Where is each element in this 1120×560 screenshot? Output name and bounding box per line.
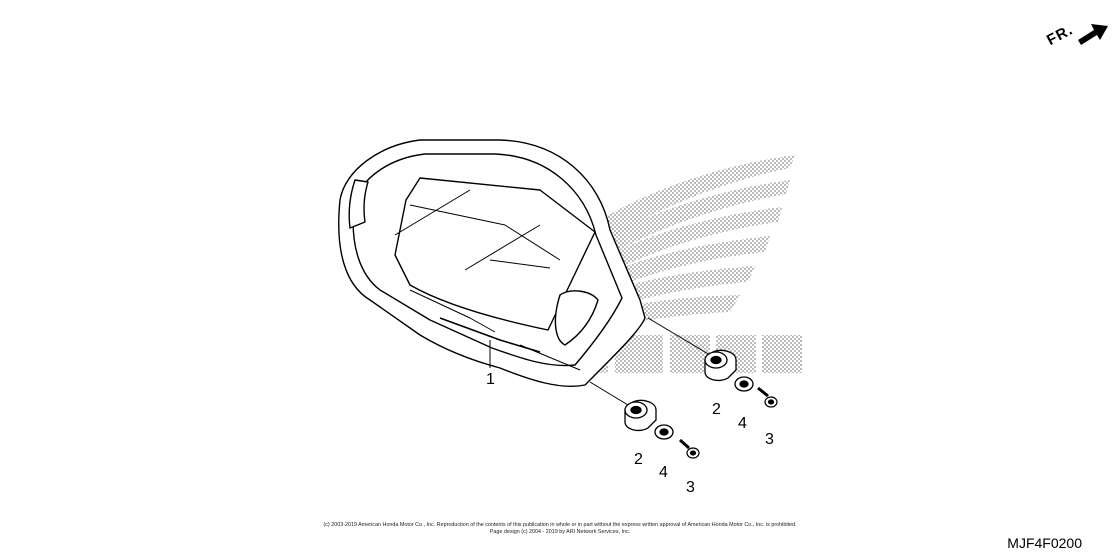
- screw-lower: [679, 438, 700, 459]
- diagram-code: MJF4F0200: [1007, 535, 1082, 551]
- callout-4: 4: [738, 415, 747, 432]
- front-direction-arrow-icon: [1078, 24, 1108, 45]
- callout-4: 4: [659, 464, 668, 481]
- leader-lines: [489, 317, 711, 406]
- screw-upper: [757, 386, 778, 408]
- meter-assembly: [338, 139, 646, 388]
- copyright-line-2: Page design (c) 2004 - 2019 by ARI Netwo…: [489, 529, 631, 535]
- callout-2: 2: [634, 451, 643, 468]
- callout-3: 3: [686, 479, 695, 496]
- collar-lower: [654, 424, 674, 440]
- callout-2: 2: [712, 401, 721, 418]
- honda-wing-watermark: [600, 155, 795, 325]
- copyright-notice: (c) 2003-2019 American Honda Motor Co., …: [300, 522, 820, 536]
- copyright-line-1: (c) 2003-2019 American Honda Motor Co., …: [323, 522, 797, 528]
- rubber-grommet-upper: [704, 349, 737, 382]
- rubber-grommet-lower: [624, 399, 657, 432]
- collar-upper: [734, 376, 754, 392]
- callout-1: 1: [486, 371, 495, 388]
- callout-3: 3: [765, 431, 774, 448]
